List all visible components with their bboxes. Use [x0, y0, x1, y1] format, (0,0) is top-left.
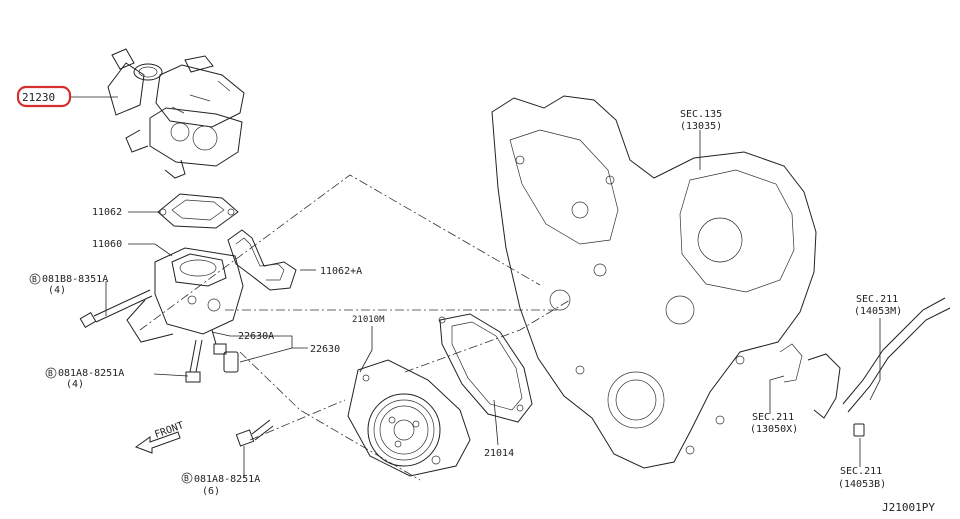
label-bolt-3: 081A8-8251A: [194, 474, 260, 485]
label-sec135-ref: (13035): [680, 121, 722, 132]
label-front: FRONT: [153, 420, 185, 441]
bolt-1-marker: B: [32, 275, 37, 284]
water-pump-part: [347, 359, 471, 477]
label-11060: 11060: [92, 239, 122, 250]
leader-lines: [70, 96, 881, 478]
timing-cover-part: [491, 95, 817, 469]
label-bolt-1: 081B8-8351A: [42, 274, 108, 285]
label-bolt-2-qty: (4): [66, 379, 84, 390]
label-sec135: SEC.135: [680, 109, 722, 120]
bolt-1-part: [79, 289, 153, 329]
gasket-side-part: [227, 229, 297, 291]
label-sec211-b-ref: (13050X): [750, 424, 798, 435]
label-21230: 21230: [22, 91, 55, 104]
drawing-code: J21001PY: [882, 501, 935, 514]
label-11062: 11062: [92, 207, 122, 218]
assembly-lines: [139, 174, 571, 481]
label-21014: 21014: [484, 448, 514, 459]
water-inlet-part: [126, 247, 244, 343]
front-arrow-icon: [134, 431, 181, 454]
gasket-upper-part: [157, 193, 239, 229]
bolt-3-marker: B: [184, 474, 189, 483]
bolt-3-part: [235, 419, 274, 447]
label-22630a: 22630A: [238, 331, 274, 342]
sensor-part: [211, 329, 239, 373]
label-21010m: 21010M: [352, 315, 385, 325]
label-sec211-c: SEC.211: [840, 466, 882, 477]
bolt-2-marker: B: [48, 369, 53, 378]
label-bolt-1-qty: (4): [48, 285, 66, 296]
label-bolt-2: 081A8-8251A: [58, 368, 124, 379]
label-sec211-b: SEC.211: [752, 412, 794, 423]
label-11062-a: 11062+A: [320, 266, 362, 277]
bolt-2-part: [185, 339, 203, 383]
label-sec211-c-ref: (14053B): [838, 479, 886, 490]
water-pipe-part: [779, 297, 951, 437]
label-22630: 22630: [310, 344, 340, 355]
label-sec211-a-ref: (14053M): [854, 306, 902, 317]
highlight-box: [16, 85, 72, 108]
label-sec211-a: SEC.211: [856, 294, 898, 305]
label-bolt-3-qty: (6): [202, 486, 220, 497]
pump-gasket-part: [438, 313, 533, 423]
bolt-marker-icon: [29, 273, 193, 484]
thermostat-housing-part: [107, 48, 245, 179]
